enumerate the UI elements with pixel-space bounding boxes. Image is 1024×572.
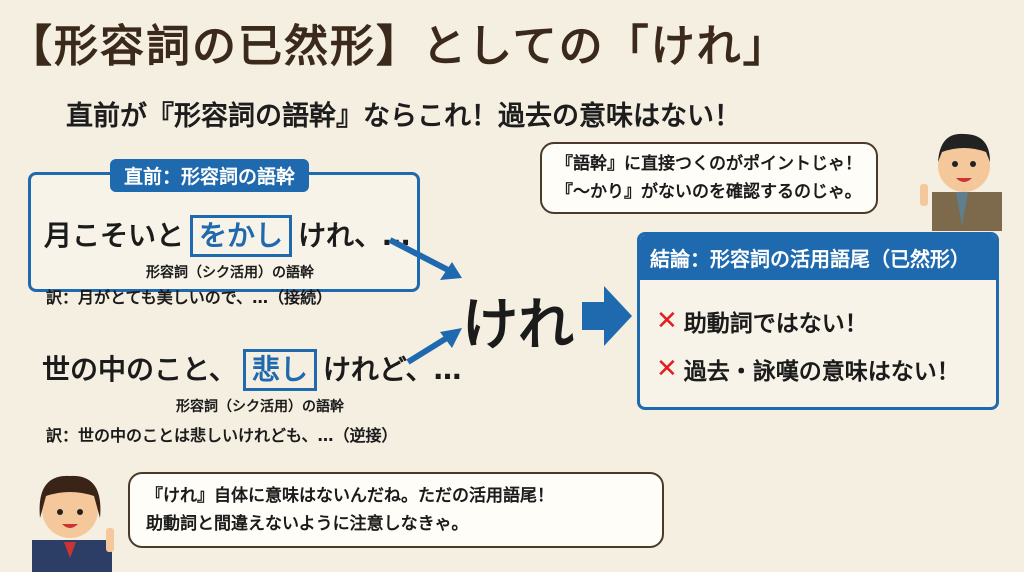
conclusion-item-2: ✕過去・詠嘆の意味はない！ [656,352,996,386]
diagonal-arrow-down-icon [388,237,462,280]
translation-2: 訳：世の中のことは悲しいけれども、…（逆接） [46,426,398,445]
example-sentence-1: 月こそいとをかしけれ、… [44,214,410,257]
page-subtitle: 直前が『形容詞の語幹』ならこれ！過去の意味はない！ [66,101,741,132]
page-title: 【形容詞の已然形】としての「けれ」 [8,21,789,72]
example-box-tab: 直前：形容詞の語幹 [110,159,310,192]
example-box [28,172,420,292]
cross-icon: ✕ [656,306,678,336]
conclusion-header: 結論：形容詞の活用語尾（已然形） [640,235,996,280]
bubble-line: 『～かり』がないのを確認するのじゃ。 [556,182,862,202]
big-arrow-right-icon [582,286,632,346]
stem-highlight: をかし [190,215,293,257]
student-avatar-icon [32,475,114,572]
example-sentence-2: 世の中のこと、悲しけれど、… [42,348,462,391]
bubble-line: 『けれ』自体に意味はないんだね。ただの活用語尾！ [146,486,554,506]
bubble-line: 『語幹』に直接つくのがポイントじゃ！ [556,154,862,174]
sentence-pre: 月こそいと [44,219,185,252]
conclusion-box: 結論：形容詞の活用語尾（已然形） ✕助動詞ではない！ ✕過去・詠嘆の意味はない！ [637,232,999,410]
diagonal-arrow-up-icon [406,328,462,365]
bubble-line: 助動詞と間違えないように注意しなきゃ。 [146,514,469,534]
sentence-post: けれ、… [298,219,411,252]
cross-icon: ✕ [656,354,678,384]
teacher-speech-bubble: 『語幹』に直接つくのがポイントじゃ！ 『～かり』がないのを確認するのじゃ。 [540,142,878,214]
conclusion-item-text: 助動詞ではない！ [683,311,868,337]
center-word: けれ [462,293,574,358]
translation-1: 訳：月がとても美しいので、…（接続） [46,288,333,307]
sentence-post: けれど、… [322,353,462,386]
student-speech-bubble: 『けれ』自体に意味はないんだね。ただの活用語尾！ 助動詞と間違えないように注意し… [128,472,664,548]
conclusion-item-text: 過去・詠嘆の意味はない！ [683,359,960,385]
stem-note-2: 形容詞（シク活用）の語幹 [176,399,344,415]
sentence-pre: 世の中のこと、 [42,353,237,386]
teacher-avatar-icon [920,133,1002,231]
conclusion-item-1: ✕助動詞ではない！ [656,304,996,338]
stem-highlight: 悲し [242,349,317,391]
stem-note-1: 形容詞（シク活用）の語幹 [146,265,314,281]
